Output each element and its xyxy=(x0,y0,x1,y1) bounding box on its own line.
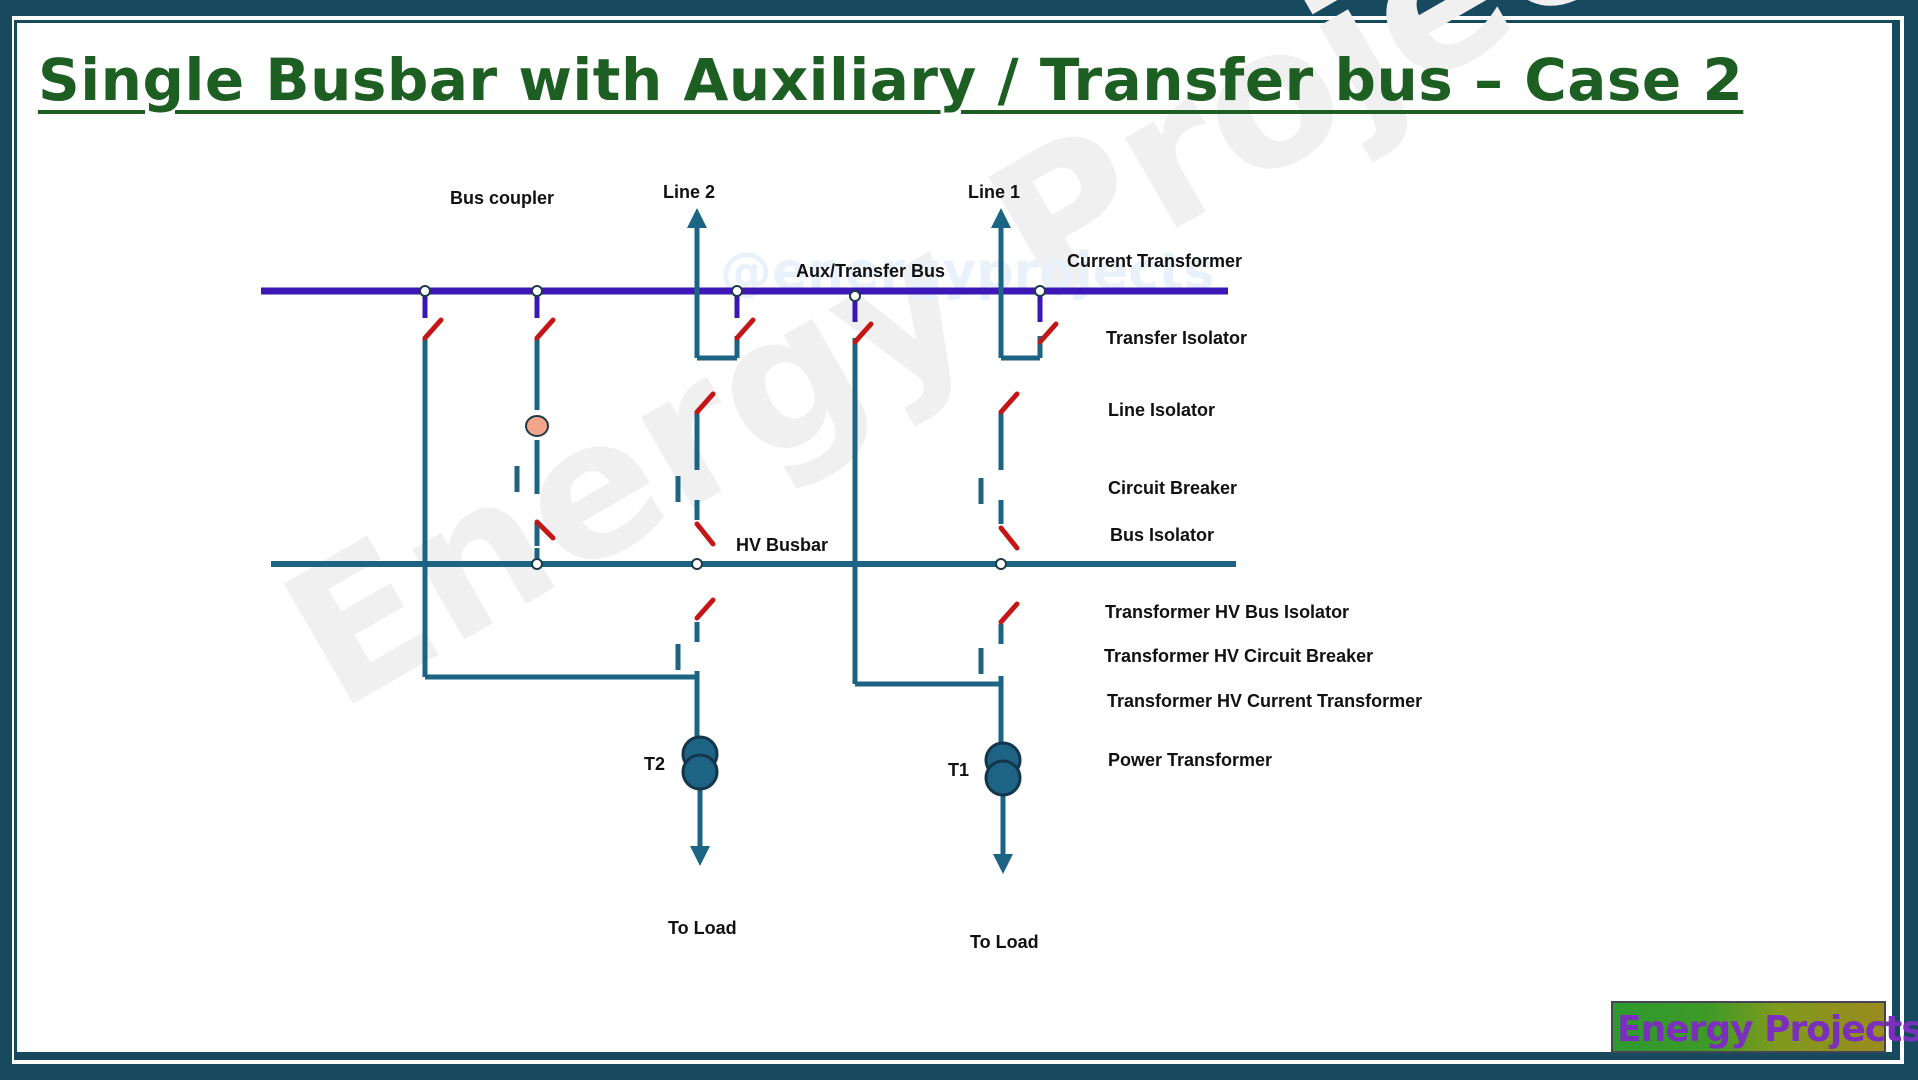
node-aux-coupler-a xyxy=(419,285,431,297)
label-power-transformer: Power Transformer xyxy=(1108,750,1273,770)
node-hv-coupler xyxy=(531,558,543,570)
tr-hv-bus-isolator-t1 xyxy=(998,601,1020,625)
node-hv-line1 xyxy=(995,558,1007,570)
node-aux-line2 xyxy=(731,285,743,297)
label-t1: T1 xyxy=(948,760,970,780)
page-title: Single Busbar with Auxiliary / Transfer … xyxy=(38,46,1744,114)
label-tr-hv-bus-isolator: Transformer HV Bus Isolator xyxy=(1105,602,1350,622)
current-transformer-coupler xyxy=(525,415,549,437)
label-to-load-t1: To Load xyxy=(970,932,1039,952)
label-aux-transfer-bus: Aux/Transfer Bus xyxy=(796,261,946,281)
transfer-isolator-t1 xyxy=(852,321,874,345)
transfer-isolator-line2 xyxy=(734,317,756,341)
power-transformer-t2-secondary xyxy=(681,753,719,791)
label-tr-hv-circuit-breaker: Transformer HV Circuit Breaker xyxy=(1104,646,1374,666)
label-t2: T2 xyxy=(644,754,666,774)
bus-isolator-coupler xyxy=(534,519,556,541)
node-aux-coupler-b xyxy=(531,285,543,297)
label-hv-busbar: HV Busbar xyxy=(736,535,829,555)
tr-hv-bus-isolator-t2 xyxy=(694,597,716,621)
isolator-coupler-a xyxy=(422,317,444,341)
bus-isolator-line1 xyxy=(998,525,1020,551)
isolator-coupler-b xyxy=(534,317,556,341)
brand-logo: Energy Projects xyxy=(1611,1001,1918,1053)
label-line1: Line 1 xyxy=(968,182,1021,202)
label-to-load-t2: To Load xyxy=(668,918,737,938)
label-line2: Line 2 xyxy=(663,182,716,202)
brand-logo-text: Energy Projects xyxy=(1617,1009,1918,1050)
label-transfer-isolator: Transfer Isolator xyxy=(1106,328,1248,348)
label-line-isolator: Line Isolator xyxy=(1108,400,1216,420)
line-isolator-line2 xyxy=(694,391,716,415)
label-current-transformer: Current Transformer xyxy=(1067,251,1243,271)
label-bus-coupler: Bus coupler xyxy=(450,188,555,208)
node-aux-t1-bypass xyxy=(849,290,861,302)
label-bus-isolator: Bus Isolator xyxy=(1110,525,1215,545)
power-transformer-t1-secondary xyxy=(984,759,1022,797)
label-circuit-breaker: Circuit Breaker xyxy=(1108,478,1238,498)
label-tr-hv-current-transformer: Transformer HV Current Transformer xyxy=(1107,691,1423,711)
line-isolator-line1 xyxy=(998,391,1020,415)
node-aux-line1 xyxy=(1034,285,1046,297)
slide-panel xyxy=(14,20,1900,1060)
transfer-isolator-line1 xyxy=(1037,321,1059,345)
bus-isolator-line2 xyxy=(694,521,716,547)
node-hv-line2 xyxy=(691,558,703,570)
